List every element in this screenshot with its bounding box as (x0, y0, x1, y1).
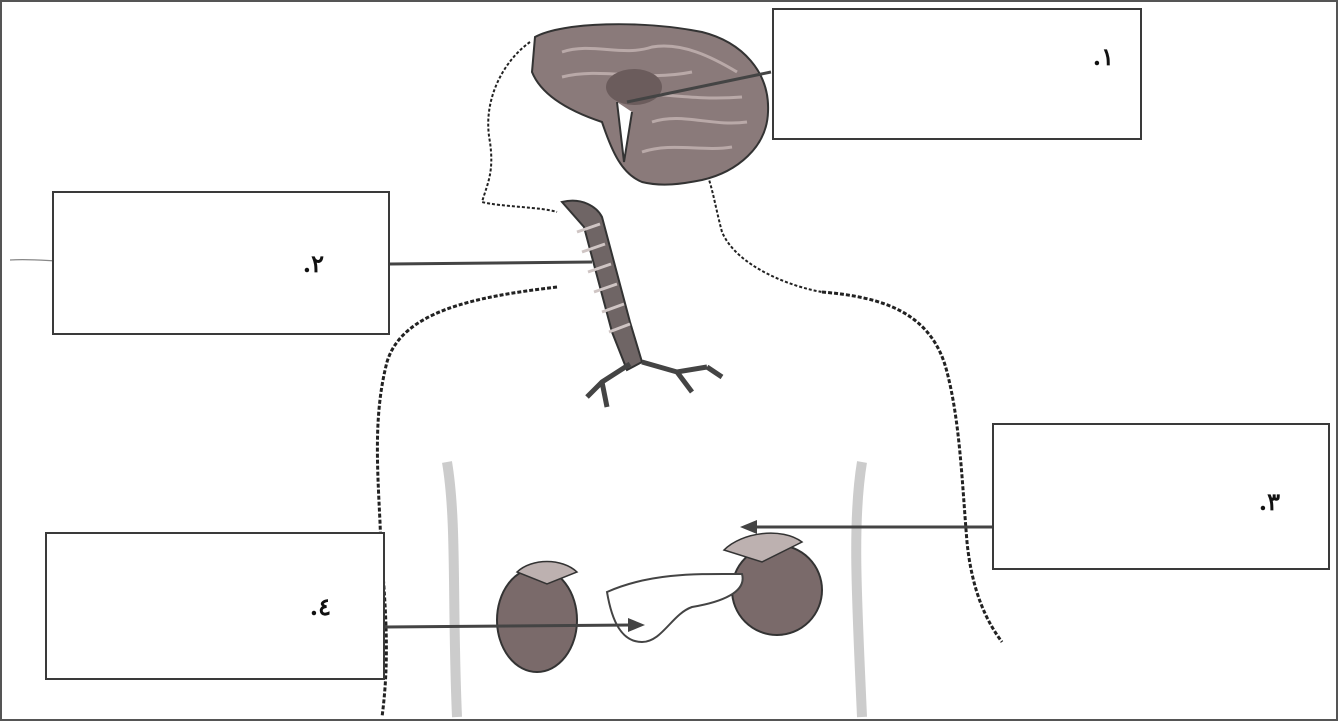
pancreas (607, 574, 743, 642)
leader-line-4 (385, 625, 632, 627)
kidney-right (732, 545, 822, 635)
arrowhead-3 (740, 520, 757, 534)
arm-inner-left (447, 462, 457, 717)
torso-outline (377, 287, 1002, 717)
label-box-4[interactable]: ٤. (45, 532, 385, 680)
arm-inner-right (856, 462, 862, 717)
label-box-3[interactable]: ٣. (992, 423, 1330, 570)
kidney-left (497, 568, 577, 672)
label-number: ٣. (1259, 487, 1280, 516)
bronchi (587, 362, 722, 407)
leader-line-2 (390, 262, 592, 264)
trachea (562, 201, 642, 370)
label-number: ٢. (303, 249, 324, 278)
label-number: ٤. (310, 592, 331, 621)
label-box-1[interactable]: ١. (772, 8, 1142, 140)
label-box-2[interactable]: ٢. (52, 191, 390, 335)
label-number: ١. (1093, 42, 1114, 71)
